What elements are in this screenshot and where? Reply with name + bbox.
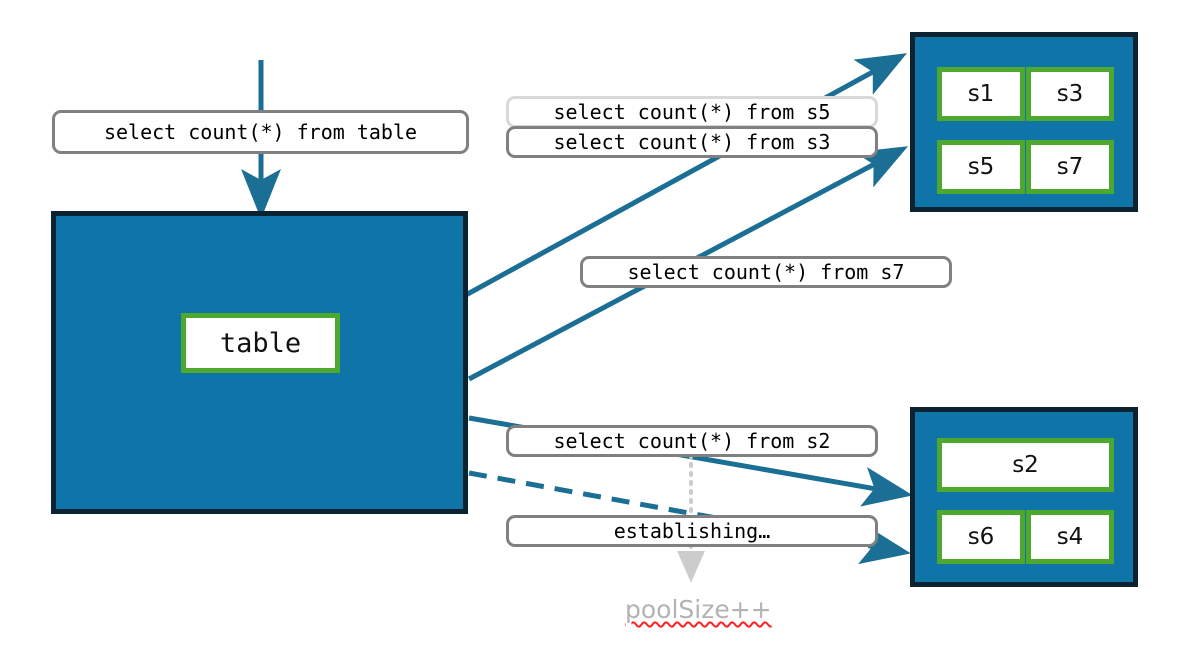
label-query-table: select count(*) from table — [52, 110, 469, 154]
server-node-s7: s7 — [1026, 140, 1114, 194]
label-query-s5: select count(*) from s5 — [506, 96, 878, 128]
label-poolsize: poolSize++ — [625, 595, 772, 624]
server-node-label: s2 — [1012, 452, 1039, 478]
label-query-s7: select count(*) from s7 — [580, 256, 952, 288]
server-node-s5: s5 — [937, 140, 1025, 194]
label-query-s2: select count(*) from s2 — [506, 425, 878, 457]
server-node-label: s6 — [967, 524, 995, 550]
server-node-s3: s3 — [1026, 67, 1114, 121]
label-query-s3: select count(*) from s3 — [506, 126, 878, 158]
label-text: select count(*) from s2 — [553, 429, 831, 453]
label-text: select count(*) from table — [103, 120, 418, 144]
server-node-label: s1 — [967, 81, 995, 107]
label-text: poolSize++ — [625, 595, 772, 624]
table-node-label: table — [219, 327, 302, 359]
label-text: establishing… — [613, 519, 771, 543]
server-node-label: s4 — [1056, 524, 1084, 550]
server-node-s4: s4 — [1026, 510, 1114, 564]
server-node-s6: s6 — [937, 510, 1025, 564]
label-text: select count(*) from s3 — [553, 130, 831, 154]
label-text: select count(*) from s7 — [627, 260, 905, 284]
table-node: table — [181, 313, 340, 373]
label-text: select count(*) from s5 — [553, 100, 831, 124]
server-node-label: s5 — [967, 154, 995, 180]
server-node-label: s3 — [1056, 81, 1084, 107]
label-establishing: establishing… — [506, 515, 878, 547]
server-node-label: s7 — [1056, 154, 1084, 180]
server-node-s1: s1 — [937, 67, 1025, 121]
server-node-s2: s2 — [937, 438, 1114, 492]
